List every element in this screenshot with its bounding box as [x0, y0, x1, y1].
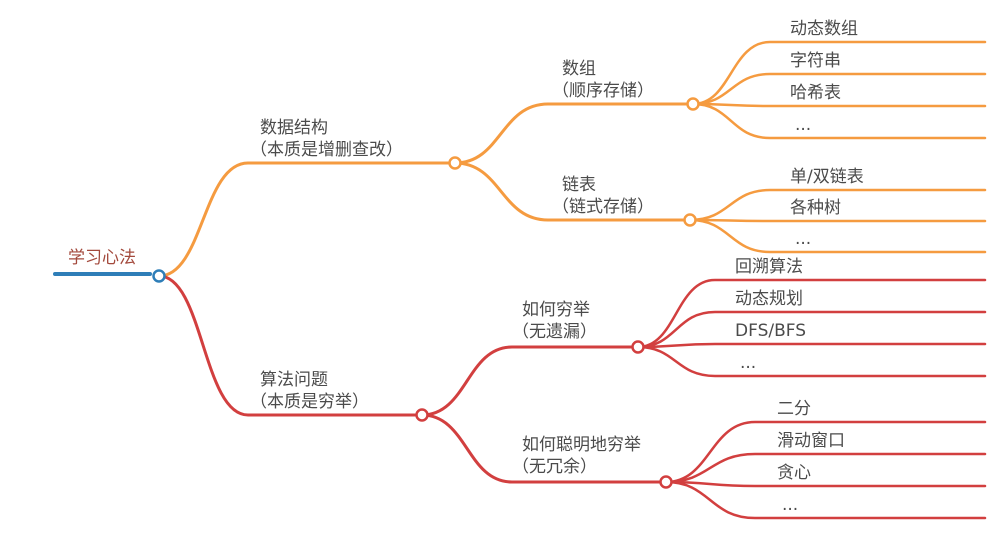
node-subtitle: （无冗余）	[512, 457, 597, 477]
branch-line-data-structures	[157, 161, 450, 278]
leaf-label: 字符串	[790, 51, 841, 71]
leaf-label: 各种树	[790, 198, 841, 218]
root-label-text: 学习心法	[68, 248, 136, 268]
node-subtitle: （无遗漏）	[512, 322, 597, 342]
leaf-label: 动态数组	[790, 19, 858, 39]
node-title: 算法问题	[260, 370, 328, 390]
leaf-line-dynamic-array	[691, 40, 987, 106]
node-algorithm-problems[interactable]: 算法问题 （本质是穷举）	[250, 369, 369, 413]
leaf-binary-search[interactable]: 二分	[777, 398, 811, 420]
leaf-label: 二分	[777, 399, 811, 419]
leaf-smart-more[interactable]: ...	[782, 494, 798, 516]
branch-line-linked-list	[453, 161, 685, 222]
leaf-hash-table[interactable]: 哈希表	[790, 82, 841, 104]
node-enumerate-smartly[interactable]: 如何聪明地穷举 （无冗余）	[512, 434, 641, 478]
leaf-line-dfs-bfs	[636, 342, 987, 349]
node-title: 如何穷举	[522, 300, 590, 320]
handle-enumerate-smartly[interactable]	[659, 475, 673, 489]
leaf-label: 滑动窗口	[777, 431, 845, 451]
leaf-line-hash-table	[691, 102, 987, 108]
leaf-label: ...	[740, 353, 757, 373]
leaf-label: 贪心	[777, 463, 811, 483]
node-subtitle: （顺序存储）	[552, 81, 654, 101]
handle-root[interactable]	[152, 269, 166, 283]
leaf-array-more[interactable]: ...	[795, 114, 811, 136]
branch-line-array	[453, 102, 688, 165]
node-subtitle: （链式存储）	[552, 197, 654, 217]
leaf-line-list-more	[688, 218, 987, 254]
node-root[interactable]: 学习心法	[52, 247, 152, 269]
handle-array[interactable]	[686, 97, 700, 111]
leaf-line-array-more	[691, 102, 987, 140]
node-title: 如何聪明地穷举	[522, 435, 641, 455]
leaf-label: ...	[795, 115, 812, 135]
node-how-to-enumerate[interactable]: 如何穷举 （无遗漏）	[512, 299, 597, 343]
leaf-line-smart-more	[664, 480, 987, 520]
leaf-sliding-window[interactable]: 滑动窗口	[777, 430, 845, 452]
leaf-backtracking[interactable]: 回溯算法	[735, 256, 803, 278]
leaf-line-backtracking	[636, 278, 987, 349]
handle-data-structures[interactable]	[448, 156, 462, 170]
node-subtitle: （本质是穷举）	[250, 392, 369, 412]
handle-how-to-enumerate[interactable]	[631, 340, 645, 354]
leaf-label: 动态规划	[735, 289, 803, 309]
leaf-label: 哈希表	[790, 83, 841, 103]
leaf-string[interactable]: 字符串	[790, 50, 841, 72]
leaf-line-string	[691, 72, 987, 106]
leaf-line-sliding-window	[664, 452, 987, 484]
leaf-greedy[interactable]: 贪心	[777, 462, 811, 484]
handle-algorithm-problems[interactable]	[415, 408, 429, 422]
leaf-trees[interactable]: 各种树	[790, 197, 841, 219]
leaf-line-binary-search	[664, 420, 987, 484]
leaf-line-single-double-list	[688, 188, 987, 222]
branch-line-algorithm-problems	[157, 274, 417, 417]
handle-linked-list[interactable]	[683, 213, 697, 227]
leaf-list-more[interactable]: ...	[795, 228, 811, 250]
leaf-label: ...	[795, 229, 812, 249]
leaf-label: ...	[782, 495, 799, 515]
node-subtitle: （本质是增删查改）	[250, 140, 403, 160]
leaf-line-trees	[688, 218, 987, 223]
leaf-enumerate-more[interactable]: ...	[740, 352, 756, 374]
leaf-dynamic-array[interactable]: 动态数组	[790, 18, 858, 40]
leaf-single-double-list[interactable]: 单/双链表	[790, 166, 864, 188]
leaf-line-enumerate-more	[636, 345, 987, 378]
node-title: 数组	[562, 59, 596, 79]
leaf-line-dp	[636, 310, 987, 349]
leaf-label: 回溯算法	[735, 257, 803, 277]
branch-line-how-to-enumerate	[420, 345, 633, 417]
leaf-dp[interactable]: 动态规划	[735, 288, 803, 310]
leaf-label: 单/双链表	[790, 167, 864, 187]
leaf-dfs-bfs[interactable]: DFS/BFS	[735, 320, 806, 342]
node-title: 链表	[562, 175, 596, 195]
node-array[interactable]: 数组 （顺序存储）	[552, 58, 654, 102]
node-data-structures[interactable]: 数据结构 （本质是增删查改）	[250, 117, 403, 161]
node-title: 数据结构	[260, 118, 328, 138]
leaf-label: DFS/BFS	[735, 321, 807, 341]
branch-line-enumerate-smartly	[420, 413, 661, 484]
node-linked-list[interactable]: 链表 （链式存储）	[552, 174, 654, 218]
leaf-line-greedy	[664, 480, 987, 488]
